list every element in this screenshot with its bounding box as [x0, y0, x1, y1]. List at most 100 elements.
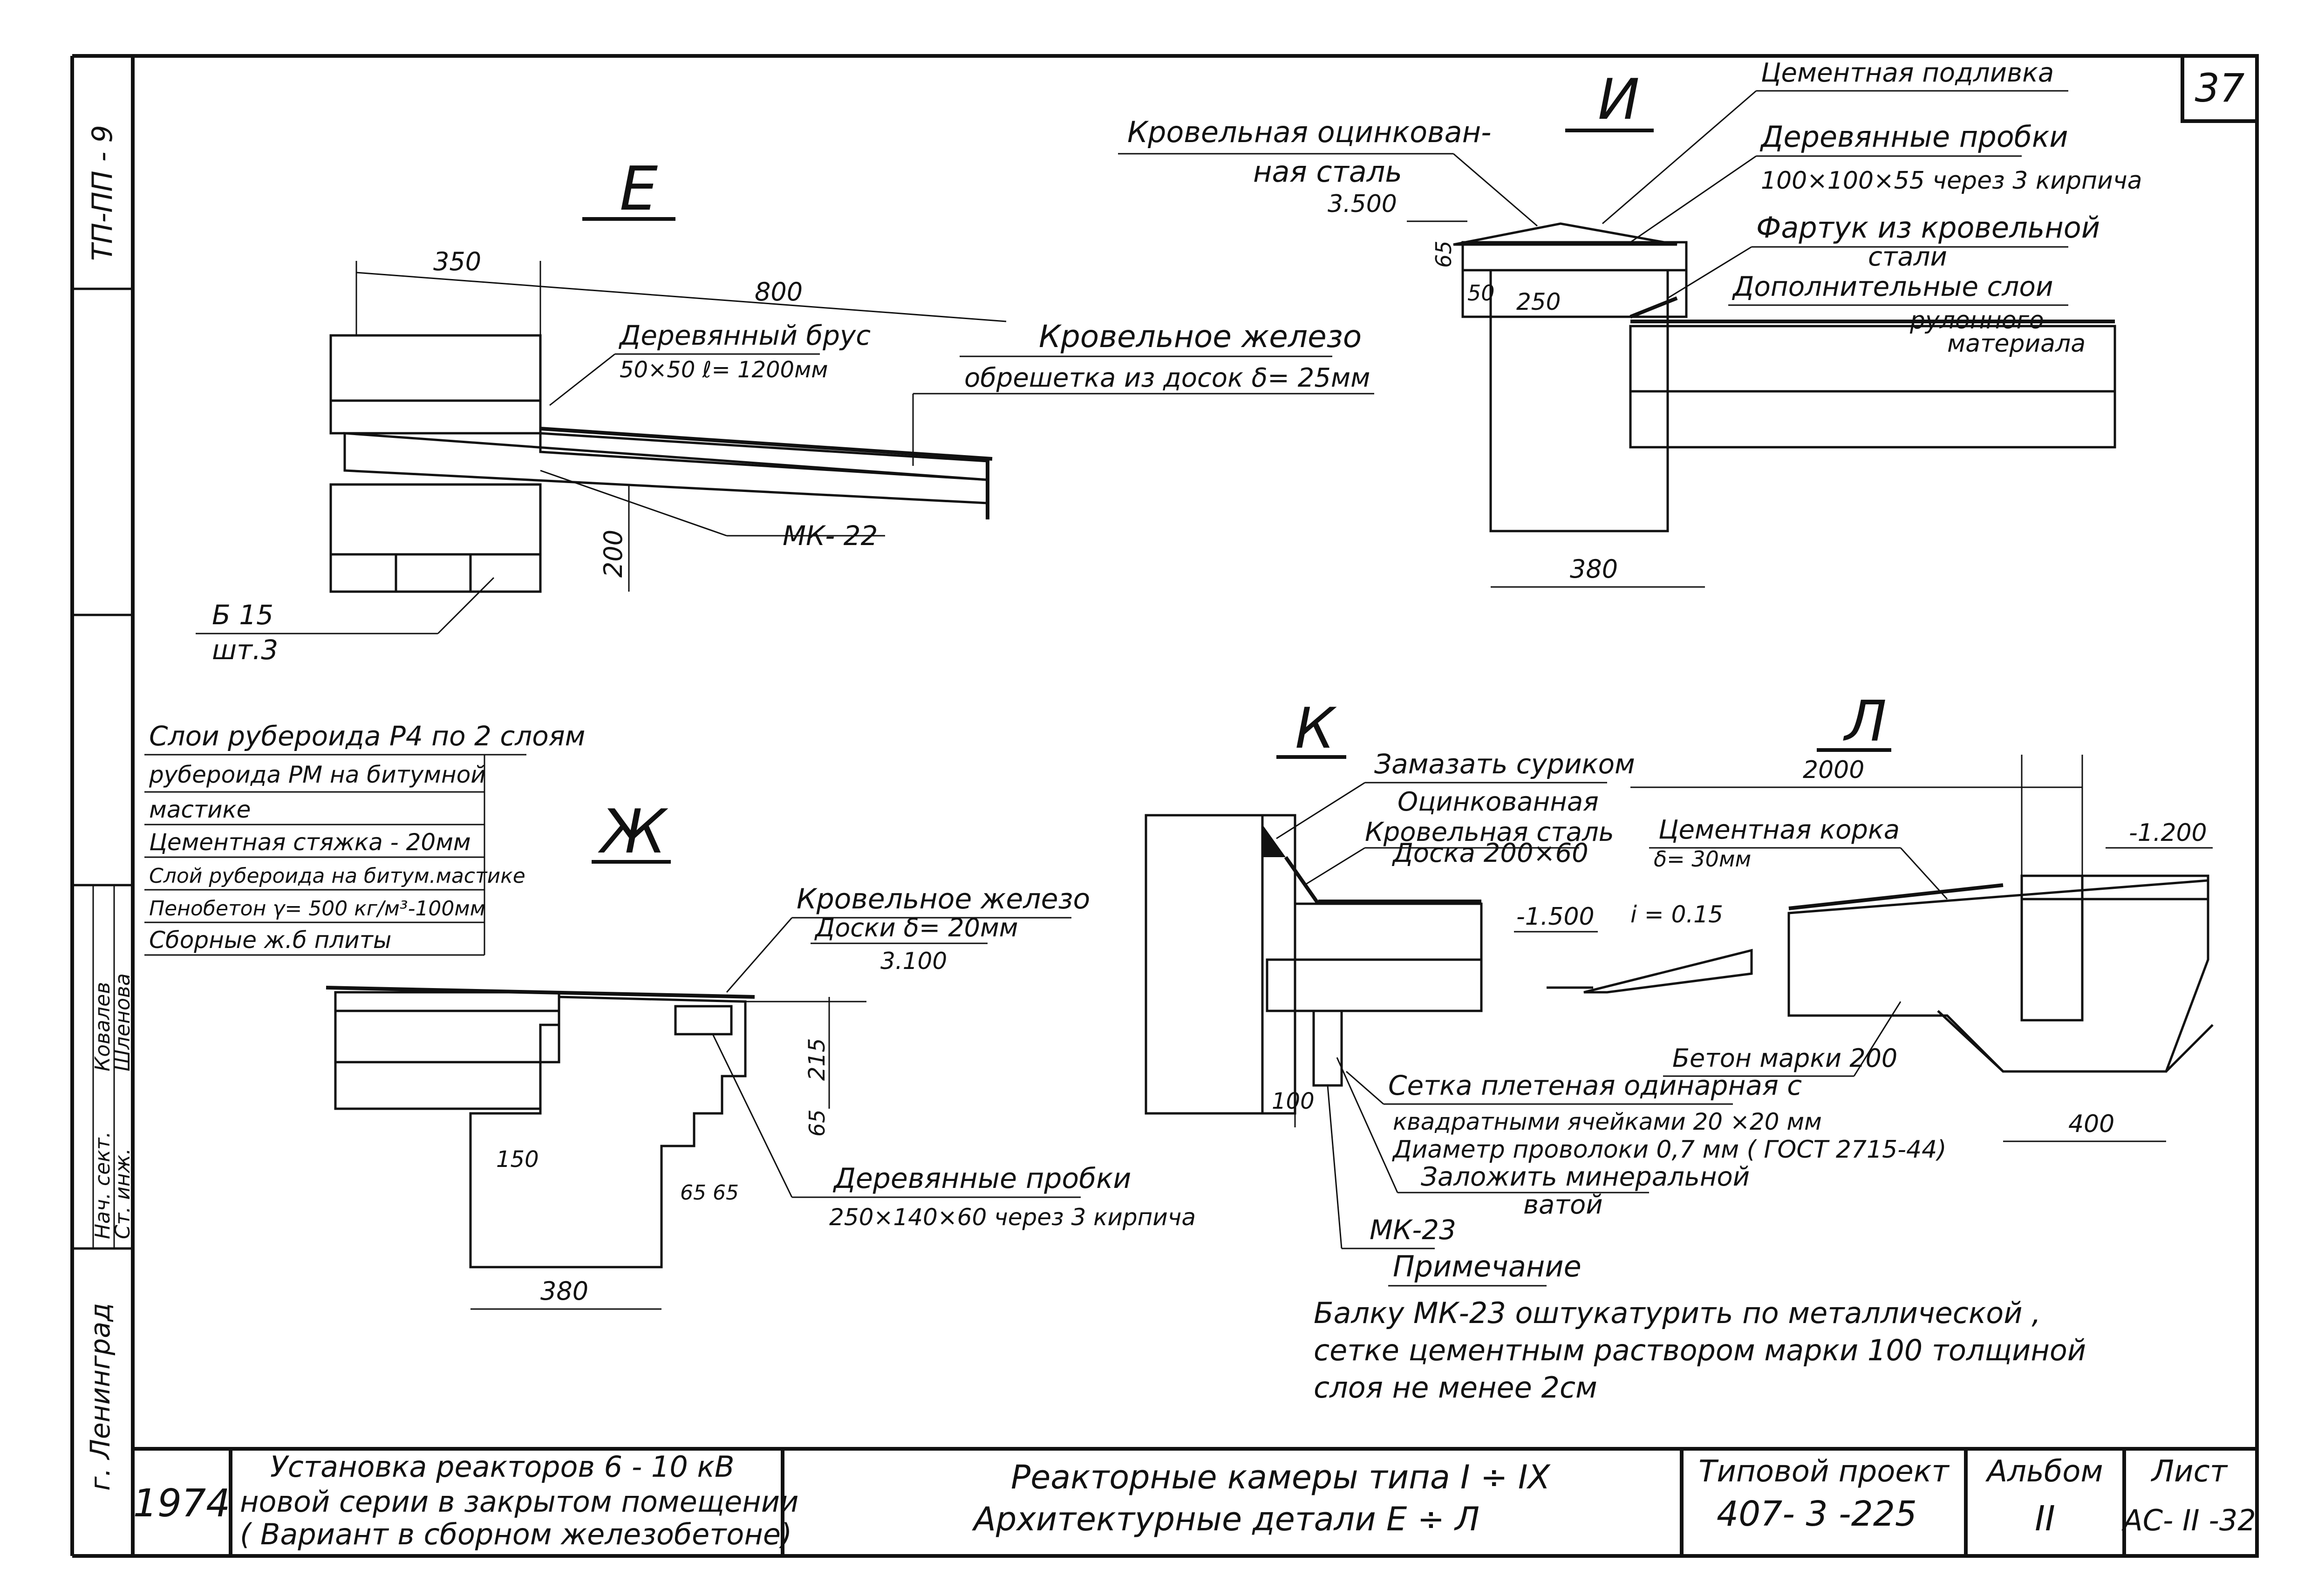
detail-e-brick-qty: шт.3 — [212, 634, 278, 666]
detail-e-mk: МК- 22 — [783, 520, 878, 552]
tb-sheet-1: Реакторные камеры типа I ÷ IX — [1011, 1458, 1551, 1496]
detail-zh-layer-7: Сборные ж.б плиты — [149, 927, 391, 954]
side-role-1: Нач. сект. — [91, 1132, 115, 1239]
detail-zh-layer-1: Слои рубероида Р4 по 2 слоям — [149, 720, 585, 752]
detail-e-lathing-label: обрешетка из досок δ= 25мм — [964, 363, 1370, 393]
detail-zh-boards: Доски δ= 20мм — [814, 913, 1018, 942]
detail-i-extra-3: материала — [1947, 330, 2086, 358]
note-line-3: слоя не менее 2см — [1314, 1371, 1597, 1405]
tb-work-3: ( Вариант в сборном железобетоне) — [240, 1517, 792, 1551]
detail-e-dim-200: 200 — [599, 530, 628, 578]
detail-i-dim-level: 3.500 — [1328, 190, 1397, 218]
detail-zh-layer-6: Пенобетон γ= 500 кг/м³-100мм — [149, 897, 485, 921]
detail-zh-slab — [334, 1061, 542, 1110]
detail-zh-insulation — [334, 1009, 560, 1064]
note-heading: Примечание — [1393, 1249, 1582, 1283]
detail-zh-layer-4: Цементная стяжка - 20мм — [149, 829, 471, 856]
detail-l-crust-2: δ= 30мм — [1654, 846, 1751, 872]
tb-work-2: новой серии в закрытом помещении — [240, 1485, 798, 1519]
detail-e-dim-800: 800 — [755, 277, 803, 307]
detail-l-dim-1200: -1.200 — [2129, 819, 2207, 847]
detail-k-dim-100: 100 — [1272, 1088, 1315, 1114]
detail-e-brick: Б 15 — [212, 599, 273, 631]
side-city: г. Ленинград — [84, 1303, 116, 1491]
detail-e-wall-lower — [329, 483, 542, 556]
detail-k-mesh-2: квадратными ячейками 20 ×20 мм — [1393, 1108, 1822, 1135]
detail-l-dim-2000: 2000 — [1803, 756, 1864, 784]
sheet-frame — [70, 54, 2259, 1558]
detail-zh-title: Ж — [598, 796, 668, 867]
detail-e-beam-size: 50×50 ℓ= 1200мм — [620, 357, 828, 383]
detail-i-galv-2: ная сталь — [1253, 155, 1402, 189]
side-role-2: Ст. инж. — [111, 1148, 135, 1239]
detail-k-seal — [1262, 825, 1286, 857]
detail-zh-plug — [674, 1005, 733, 1036]
detail-zh-dim-65c: 65 — [713, 1181, 739, 1205]
tb-list-label: Лист — [2151, 1454, 2228, 1489]
detail-k: К 100 Замазать суриком Оцинкованная Кров… — [1145, 696, 1946, 1249]
detail-k-wool-1: Заложить минеральной — [1421, 1162, 1750, 1192]
detail-k-mesh-3: Диаметр проволоки 0,7 мм ( ГОСТ 2715-44) — [1392, 1136, 1946, 1164]
detail-zh-dim-65a: 65 — [804, 1109, 830, 1137]
tb-list-no: АС- II -32 — [2121, 1503, 2256, 1537]
detail-k-insulation — [1294, 902, 1483, 961]
detail-i-galv-1: Кровельная оцинкован- — [1127, 115, 1491, 149]
detail-k-board: Доска 200×60 — [1391, 838, 1588, 868]
detail-zh-layer-3: мастике — [149, 796, 251, 823]
detail-e-title: Е — [620, 153, 658, 224]
detail-e: Е 350 800 200 Деревянный брус 50×50 ℓ= 1… — [196, 153, 1374, 666]
detail-i-plugs-size: 100×100×55 через 3 кирпича — [1761, 167, 2142, 195]
tb-album-label: Альбом — [1985, 1454, 2103, 1489]
detail-l-left-slab — [1583, 948, 1753, 994]
note-line-1: Балку МК-23 оштукатурить по металлическо… — [1314, 1296, 2041, 1330]
detail-i-parapet-block — [1461, 241, 1688, 272]
detail-e-beam-title: Деревянный брус — [618, 320, 871, 351]
detail-zh-roof-iron: Кровельное железо — [797, 883, 1090, 915]
detail-l-slope: i = 0.15 — [1630, 901, 1723, 928]
detail-i-extra-2: рулонного — [1909, 307, 2044, 334]
detail-e-roof-iron: Кровельное железо — [1039, 319, 1362, 355]
note-line-2: сетке цементным раствором марки 100 толщ… — [1314, 1333, 2086, 1367]
detail-e-wall-upper — [329, 334, 542, 402]
detail-l-title: Л — [1843, 689, 1887, 754]
detail-k-title: К — [1295, 696, 1337, 761]
detail-zh-layer-2: рубероида РМ на битумной — [149, 761, 486, 788]
detail-k-mesh-1: Сетка плетеная одинарная с — [1388, 1070, 1802, 1101]
title-block — [133, 1447, 2257, 1556]
detail-i-plugs-title: Деревянные пробки — [1759, 120, 2068, 154]
detail-l-concrete — [1787, 879, 2209, 1073]
detail-zh-dim-215: 215 — [804, 1038, 830, 1081]
detail-l: Л 2000 -1.500 i = 0.15 -1.200 400 Цемент… — [1514, 689, 2214, 1142]
detail-k-wall-inner — [1261, 814, 1296, 1115]
sheet-number: 37 — [2195, 65, 2245, 111]
detail-zh-wall — [469, 996, 747, 1269]
detail-zh-dim-65b: 65 — [680, 1181, 706, 1205]
detail-i-title: И — [1598, 68, 1640, 132]
detail-e-brick-row — [329, 553, 542, 593]
side-name-2: Шленова — [111, 973, 135, 1071]
tb-project-no: 407- 3 -225 — [1717, 1494, 1917, 1534]
tb-work-1: Установка реакторов 6 - 10 кВ — [270, 1450, 734, 1484]
detail-k-wall — [1145, 814, 1264, 1115]
detail-i-cap — [1453, 222, 1677, 246]
detail-i-dim-65: 65 — [1431, 240, 1456, 268]
tb-sheet-2: Архитектурные детали Е ÷ Л — [972, 1500, 1479, 1538]
detail-i-apron-1: Фартук из кровельной — [1756, 211, 2100, 245]
detail-zh-screed — [334, 991, 560, 1012]
side-name-1: Ковалев — [91, 982, 115, 1071]
detail-e-lathing — [539, 432, 989, 481]
detail-l-dim-1500: -1.500 — [1516, 903, 1595, 931]
detail-i-dim-380: 380 — [1570, 554, 1618, 584]
detail-k-beam — [1312, 1009, 1343, 1087]
detail-e-dim-350: 350 — [433, 247, 481, 276]
detail-k-mk: МК-23 — [1370, 1214, 1456, 1246]
detail-l-top-slab — [2020, 874, 2209, 900]
detail-k-slab — [1266, 958, 1483, 1012]
detail-i-apron-2: стали — [1868, 242, 1947, 272]
detail-zh-plugs-size: 250×140×60 через 3 кирпича — [829, 1204, 1196, 1231]
detail-zh-plugs-title: Деревянные пробки — [832, 1162, 1131, 1195]
detail-zh: Ж Слои рубероида Р4 по 2 слоям рубероида… — [144, 720, 1196, 1310]
detail-k-galv-1: Оцинкованная — [1398, 787, 1599, 817]
tb-year: 1974 — [133, 1481, 231, 1526]
